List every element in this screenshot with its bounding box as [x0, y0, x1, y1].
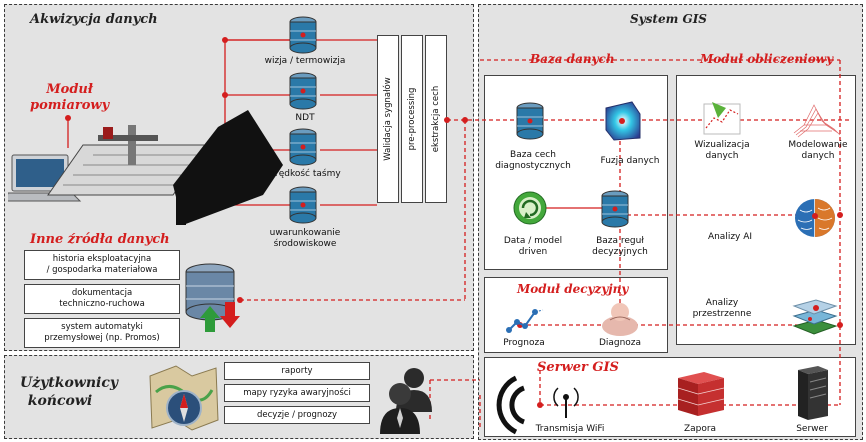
wifi-antenna-icon [553, 387, 579, 418]
database-label-vision: wizja / termowizja [264, 56, 346, 66]
firewall-label: Zapora [683, 424, 717, 434]
output-reports: raporty [224, 362, 370, 380]
database-box [484, 75, 668, 270]
feature-database-label-line1: Baza cech [510, 150, 556, 160]
measurement-module-title: Moduł pomiarowy [30, 82, 109, 114]
visualization-icon [703, 102, 741, 135]
spatial-analysis-label: Analizy przestrzenne [680, 298, 764, 320]
decision-module-title: Moduł decyzyjny [517, 282, 629, 296]
source-automation-system: system automatyki przemysłowej (np. Prom… [24, 318, 180, 348]
gis-title: System GIS [630, 12, 707, 26]
decision-box [484, 277, 668, 353]
spatial-layers-icon [792, 299, 838, 335]
data-model-driven-label-line2: driven [518, 247, 548, 257]
output-decisions: decyzje / prognozy [224, 406, 370, 424]
conveyor-belt-icon [47, 125, 209, 196]
database-icon-belt-speed [289, 128, 317, 166]
database-section-title: Baza danych [530, 52, 615, 66]
belt-support-icon [176, 183, 186, 225]
data-model-driven-label: Data / model driven [488, 236, 578, 258]
measurement-module-line1: Moduł [46, 82, 93, 97]
decision-rules-database-label: Baza reguł decyzyjnych [575, 236, 665, 258]
users-title-line2: końcowi [27, 393, 93, 409]
measurement-rig-illustration [8, 110, 283, 225]
firewall-icon [677, 372, 725, 416]
gis-server-box [484, 357, 856, 437]
measurement-module-line2: pomiarowy [30, 98, 110, 113]
users-icon [380, 368, 432, 434]
user-front [380, 383, 420, 434]
feature-database-icon [516, 102, 544, 140]
database-label-belt-speed: prędkość taśmy [269, 169, 341, 179]
acquisition-title: Akwizycja danych [30, 12, 158, 27]
database-label-environment-line2: środowiskowe [273, 239, 337, 249]
brain-icon [795, 199, 835, 237]
data-modeling-label-line2: danych [801, 151, 835, 161]
database-label-ndt: NDT [295, 113, 315, 123]
feature-database-label-line2: diagnostycznych [495, 161, 571, 171]
decision-rules-database-label-line1: Baza reguł [596, 236, 644, 246]
wifi-label: Transmisja WiFi [535, 424, 605, 434]
database-label-environment-line1: uwarunkowanie [269, 228, 341, 238]
source-automation-system-line2: przemysłowej (np. Promos) [44, 333, 160, 343]
data-fusion-label: Fuzja danych [600, 156, 660, 166]
ai-analysis-label: Analizy AI [707, 232, 753, 242]
maps-compass-icon [149, 365, 219, 431]
server-label: Serwer [796, 424, 828, 434]
decision-rules-database-label-line2: decyzyjnych [592, 247, 648, 257]
visualization-label-line1: Wizualizacja [694, 140, 750, 150]
source-technical-documentation-line1: dokumentacja [71, 288, 133, 298]
visualization-label-line2: danych [705, 151, 739, 161]
source-operation-history-line1: historia eksploatacyjna [52, 254, 152, 264]
users-title-line1: Użytkownicy [20, 375, 119, 391]
validation-step: Walidacja sygnałów [377, 35, 399, 203]
source-technical-documentation-line2: techniczno-ruchowa [59, 299, 145, 309]
data-model-driven-icon [513, 191, 547, 225]
output-risk-maps: mapy ryzyka awaryjności [224, 384, 370, 402]
data-import-server-icon [185, 263, 240, 332]
database-icon-vision [289, 16, 317, 54]
data-modeling-label: Modelowanie danych [776, 140, 860, 162]
spatial-analysis-label-line2: przestrzenne [692, 309, 752, 319]
data-modeling-icon [793, 104, 841, 138]
belt-roll-icon [173, 110, 283, 225]
server-icon [798, 366, 828, 420]
forecast-label: Prognoza [503, 338, 545, 348]
diagnosis-label: Diagnoza [598, 338, 642, 348]
data-modeling-label-line1: Modelowanie [788, 140, 848, 150]
gis-server-title: Serwer GIS [537, 360, 619, 375]
source-operation-history: historia eksploatacyjna / gospodarka mat… [24, 250, 180, 280]
database-icon-environment [289, 186, 317, 224]
source-operation-history-line2: / gospodarka materiałowa [46, 265, 158, 275]
diagnosis-icon [602, 303, 638, 336]
laptop-icon [8, 154, 82, 202]
source-automation-system-line1: system automatyki [61, 322, 143, 332]
data-model-driven-label-line1: Data / model [503, 236, 563, 246]
compute-module-title: Moduł obliczeniowy [700, 52, 834, 66]
database-label-environment: uwarunkowanie środowiskowe [250, 228, 360, 250]
feature-database-label: Baza cech diagnostycznych [488, 150, 578, 172]
forecast-icon [506, 309, 544, 333]
spatial-analysis-label-line1: Analizy [705, 298, 739, 308]
visualization-label: Wizualizacja danych [680, 140, 764, 162]
data-fusion-icon [605, 101, 641, 141]
other-sources-title: Inne źródła danych [30, 232, 170, 247]
wifi-waves-icon [496, 375, 526, 435]
source-technical-documentation: dokumentacja techniczno-ruchowa [24, 284, 180, 314]
database-icon-ndt [289, 72, 317, 110]
users-title: Użytkownicy końcowi [20, 374, 119, 410]
decision-rules-database-icon [601, 190, 629, 228]
preprocessing-step: pre-processing [401, 35, 423, 203]
